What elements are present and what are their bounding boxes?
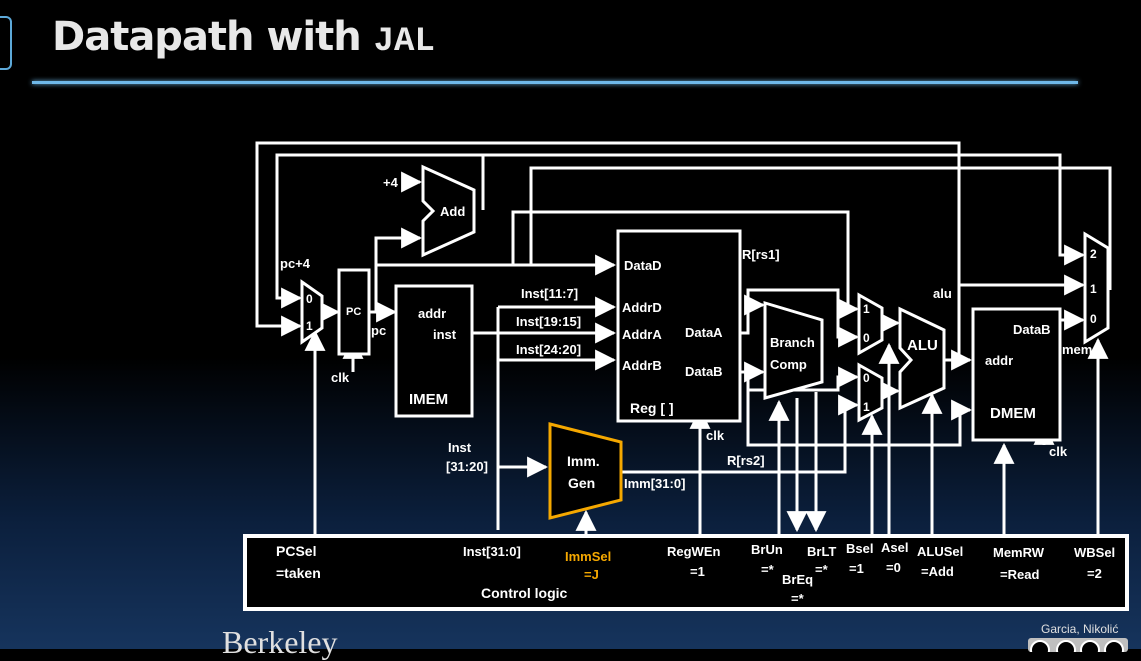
- title-rule: [32, 81, 1078, 84]
- a-mux-input-0: 0: [863, 331, 870, 345]
- memrw-value: =Read: [1000, 567, 1039, 582]
- imem-label: IMEM: [409, 391, 448, 408]
- r-rs1-label: R[rs1]: [742, 247, 780, 262]
- regwen-name: RegWEn: [667, 544, 721, 559]
- control-logic-label: Control logic: [481, 585, 568, 601]
- left-decoration: [0, 16, 12, 70]
- berkeley-logo: Berkeley: [222, 624, 338, 660]
- pcsel-name: PCSel: [276, 543, 316, 559]
- imem-inst-port: inst: [433, 327, 457, 342]
- brun-value: =*: [761, 562, 775, 577]
- pc-mux-input-1: 1: [306, 319, 313, 333]
- adder-label: Add: [440, 204, 465, 219]
- breq-value: =*: [791, 591, 805, 606]
- control-inst-label: Inst[31:0]: [463, 544, 521, 559]
- wbsel-value: =2: [1087, 566, 1102, 581]
- brlt-name: BrLT: [807, 544, 836, 559]
- creative-commons-icon: [1028, 638, 1128, 652]
- brun-name: BrUn: [751, 542, 783, 557]
- pc-mux-input-0: 0: [306, 292, 313, 306]
- register-file: [616, 229, 742, 423]
- reg-dataa-port: DataA: [685, 325, 723, 340]
- a-mux-input-1: 1: [863, 302, 870, 316]
- alusel-value: =Add: [921, 564, 954, 579]
- imm-gen-label-1: Imm.: [567, 453, 600, 469]
- title-text: Datapath with: [52, 14, 374, 60]
- branch-comparator: [763, 300, 824, 400]
- reg-addrb-port: AddrB: [622, 358, 662, 373]
- pcsel-value: =taken: [276, 565, 321, 581]
- pc-out-label: pc: [371, 323, 386, 338]
- plus4-label: +4: [383, 175, 399, 190]
- branch-comp-label-2: Comp: [770, 357, 807, 372]
- reg-datab-port: DataB: [685, 364, 723, 379]
- wb-mux-input-1: 1: [1090, 282, 1097, 296]
- dmem-label: DMEM: [990, 405, 1036, 422]
- reg-label: Reg [ ]: [630, 400, 674, 416]
- adder: [421, 164, 476, 258]
- immsel-value: =J: [584, 567, 599, 582]
- alu-label: ALU: [907, 337, 938, 354]
- r-rs2-label: R[rs2]: [727, 453, 765, 468]
- regwen-value: =1: [690, 564, 705, 579]
- a-mux: [857, 292, 884, 356]
- pc-plus4-label: pc+4: [280, 256, 311, 271]
- control-logic-box: [243, 534, 1129, 611]
- alu-out-label: alu: [933, 286, 952, 301]
- imem-block: [394, 284, 474, 418]
- branch-comp-label-1: Branch: [770, 335, 815, 350]
- imm-gen-label-2: Gen: [568, 475, 595, 491]
- dmem-block: [971, 307, 1062, 442]
- breq-name: BrEq: [782, 572, 813, 587]
- wbsel-name: WBSel: [1074, 545, 1115, 560]
- reg-clk-label: clk: [706, 428, 725, 443]
- author-credit: Garcia, Nikolić: [1041, 622, 1119, 636]
- bsel-value: =1: [849, 561, 864, 576]
- dmem-clk-label: clk: [1049, 444, 1068, 459]
- inst-11-7-label: Inst[11:7]: [521, 286, 578, 301]
- wires: [255, 141, 1112, 535]
- inst-31-20-label-a: Inst: [448, 440, 472, 455]
- asel-value: =0: [886, 560, 901, 575]
- wb-mux: [1083, 231, 1110, 345]
- b-mux-input-1: 1: [863, 400, 870, 414]
- pc-register: [337, 268, 371, 356]
- brlt-value: =*: [815, 562, 829, 577]
- pc-clk-label: clk: [331, 370, 350, 385]
- dmem-addr-port: addr: [985, 353, 1013, 368]
- inst-19-15-label: Inst[19:15]: [516, 314, 581, 329]
- bsel-name: Bsel: [846, 541, 873, 556]
- reg-addrd-port: AddrD: [622, 300, 662, 315]
- title-code: JAL: [373, 23, 435, 61]
- wb-mux-input-0: 0: [1090, 312, 1097, 326]
- immsel-name: ImmSel: [565, 549, 611, 564]
- inst-31-20-label-b: [31:20]: [446, 459, 488, 474]
- pc-mux: [300, 279, 324, 345]
- imm-gen: [548, 422, 623, 520]
- reg-addra-port: AddrA: [622, 327, 662, 342]
- mem-out-label: mem: [1062, 342, 1092, 357]
- alu: [898, 306, 946, 411]
- imem-addr-port: addr: [418, 306, 446, 321]
- pc-register-label: PC: [346, 306, 361, 318]
- memrw-name: MemRW: [993, 545, 1045, 560]
- reg-datad-port: DataD: [624, 258, 662, 273]
- imm-out-label: Imm[31:0]: [624, 476, 685, 491]
- b-mux: [857, 362, 884, 423]
- wb-mux-input-2: 2: [1090, 247, 1097, 261]
- inst-24-20-label: Inst[24:20]: [516, 342, 581, 357]
- asel-name: Asel: [881, 540, 908, 555]
- dmem-datab-port: DataB: [1013, 322, 1051, 337]
- b-mux-input-0: 0: [863, 371, 870, 385]
- alusel-name: ALUSel: [917, 544, 963, 559]
- page-title: Datapath with JAL: [52, 14, 435, 74]
